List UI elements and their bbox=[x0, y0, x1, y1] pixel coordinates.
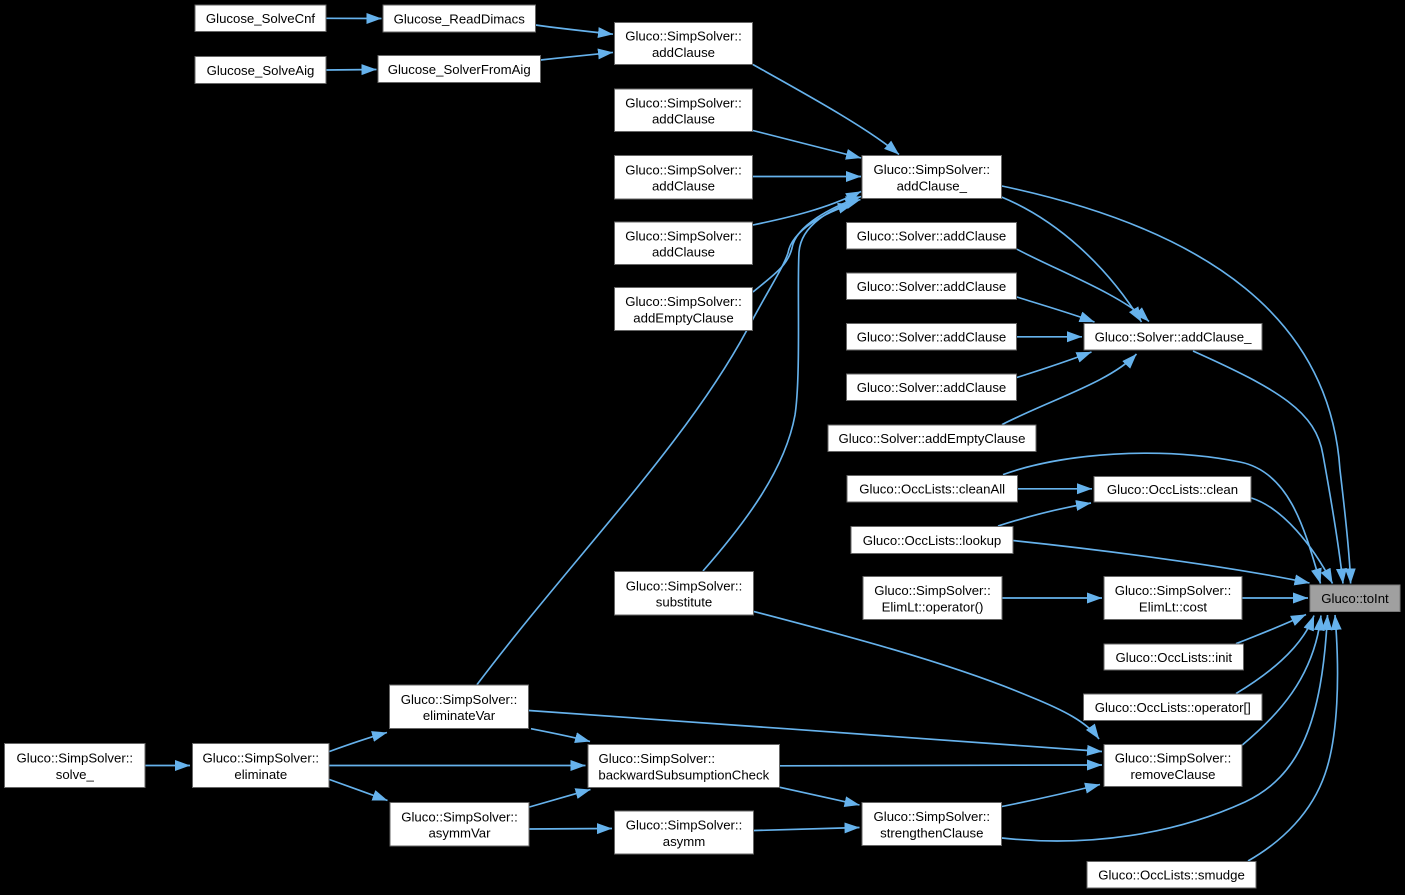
svg-text:Gluco::Solver::addEmptyClause: Gluco::Solver::addEmptyClause bbox=[839, 431, 1026, 446]
svg-text:Gluco::OccLists::cleanAll: Gluco::OccLists::cleanAll bbox=[859, 482, 1005, 497]
svg-text:addEmptyClause: addEmptyClause bbox=[633, 310, 733, 325]
svg-text:removeClause: removeClause bbox=[1130, 767, 1215, 782]
svg-text:addClause: addClause bbox=[652, 179, 715, 194]
svg-text:Gluco::OccLists::clean: Gluco::OccLists::clean bbox=[1107, 482, 1238, 497]
svg-text:Gluco::SimpSolver::: Gluco::SimpSolver:: bbox=[625, 228, 742, 243]
svg-text:Gluco::SimpSolver::: Gluco::SimpSolver:: bbox=[203, 751, 320, 766]
svg-text:Gluco::Solver::addClause_: Gluco::Solver::addClause_ bbox=[1095, 330, 1253, 345]
svg-text:Gluco::SimpSolver::: Gluco::SimpSolver:: bbox=[625, 29, 742, 44]
svg-text:Gluco::SimpSolver::: Gluco::SimpSolver:: bbox=[626, 818, 743, 833]
svg-text:Gluco::Solver::addClause: Gluco::Solver::addClause bbox=[857, 380, 1007, 395]
svg-text:asymm: asymm bbox=[663, 834, 706, 849]
svg-text:Gluco::SimpSolver::: Gluco::SimpSolver:: bbox=[1115, 751, 1232, 766]
svg-text:Gluco::SimpSolver::: Gluco::SimpSolver:: bbox=[626, 578, 743, 593]
svg-text:Gluco::SimpSolver::: Gluco::SimpSolver:: bbox=[17, 751, 134, 766]
svg-text:Gluco::SimpSolver::: Gluco::SimpSolver:: bbox=[625, 95, 742, 110]
svg-text:Gluco::OccLists::smudge: Gluco::OccLists::smudge bbox=[1098, 868, 1245, 883]
svg-text:Glucose_SolveCnf: Glucose_SolveCnf bbox=[206, 11, 316, 26]
svg-text:eliminateVar: eliminateVar bbox=[423, 708, 496, 723]
svg-text:Gluco::Solver::addClause: Gluco::Solver::addClause bbox=[857, 330, 1007, 345]
svg-text:addClause_: addClause_ bbox=[897, 178, 968, 193]
svg-text:addClause: addClause bbox=[652, 45, 715, 60]
svg-text:Gluco::SimpSolver::: Gluco::SimpSolver:: bbox=[625, 162, 742, 177]
svg-text:addClause: addClause bbox=[652, 112, 715, 127]
svg-text:Gluco::SimpSolver::: Gluco::SimpSolver:: bbox=[401, 809, 518, 824]
svg-text:Gluco::Solver::addClause: Gluco::Solver::addClause bbox=[857, 279, 1007, 294]
svg-text:Gluco::SimpSolver::: Gluco::SimpSolver:: bbox=[874, 809, 991, 824]
svg-text:Glucose_SolveAig: Glucose_SolveAig bbox=[207, 63, 315, 78]
svg-text:backwardSubsumptionCheck: backwardSubsumptionCheck bbox=[598, 767, 769, 782]
svg-text:Gluco::SimpSolver::: Gluco::SimpSolver:: bbox=[401, 692, 518, 707]
svg-text:Gluco::OccLists::init: Gluco::OccLists::init bbox=[1116, 650, 1233, 665]
svg-text:ElimLt::operator(): ElimLt::operator() bbox=[882, 599, 984, 614]
svg-text:Glucose_ReadDimacs: Glucose_ReadDimacs bbox=[394, 11, 526, 26]
svg-text:solve_: solve_ bbox=[56, 767, 95, 782]
svg-text:Gluco::SimpSolver::: Gluco::SimpSolver:: bbox=[874, 583, 991, 598]
svg-text:Glucose_SolverFromAig: Glucose_SolverFromAig bbox=[388, 62, 531, 77]
svg-text:Gluco::Solver::addClause: Gluco::Solver::addClause bbox=[857, 229, 1007, 244]
svg-text:Gluco::OccLists::operator[]: Gluco::OccLists::operator[] bbox=[1095, 700, 1251, 715]
svg-text:eliminate: eliminate bbox=[234, 767, 287, 782]
svg-text:addClause: addClause bbox=[652, 245, 715, 260]
svg-text:Gluco::SimpSolver::: Gluco::SimpSolver:: bbox=[1115, 583, 1232, 598]
svg-text:Gluco::SimpSolver::: Gluco::SimpSolver:: bbox=[625, 294, 742, 309]
svg-text:ElimLt::cost: ElimLt::cost bbox=[1139, 599, 1207, 614]
svg-text:Gluco::OccLists::lookup: Gluco::OccLists::lookup bbox=[863, 533, 1002, 548]
svg-text:strengthenClause: strengthenClause bbox=[880, 825, 983, 840]
svg-text:Gluco::SimpSolver::: Gluco::SimpSolver:: bbox=[874, 162, 991, 177]
svg-text:Gluco::toInt: Gluco::toInt bbox=[1321, 591, 1389, 606]
svg-text:Gluco::SimpSolver::: Gluco::SimpSolver:: bbox=[599, 751, 716, 766]
svg-text:substitute: substitute bbox=[656, 595, 712, 610]
svg-text:asymmVar: asymmVar bbox=[428, 826, 491, 841]
